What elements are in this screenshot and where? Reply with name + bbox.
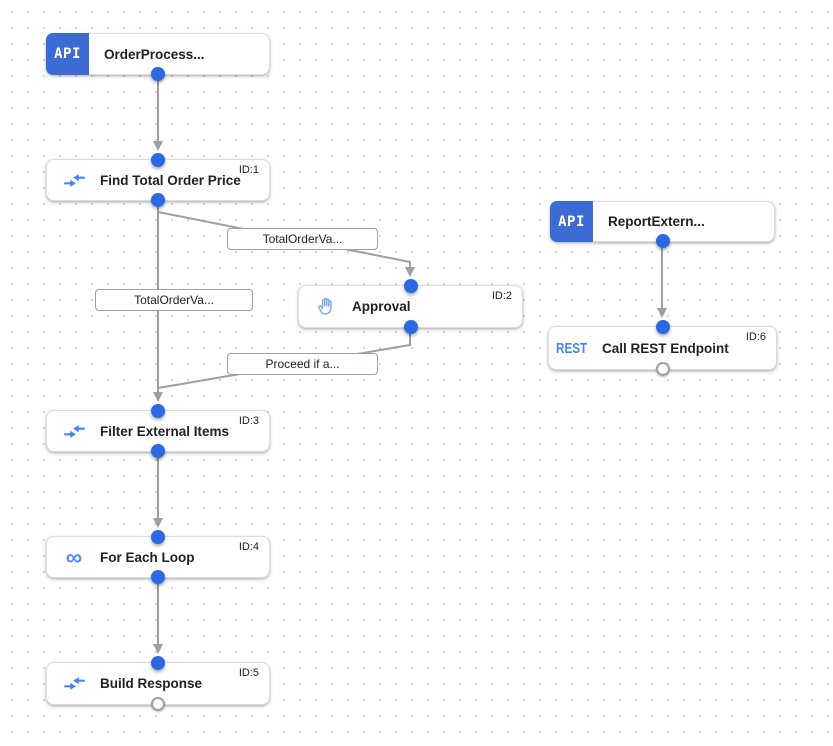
node-title: For Each Loop — [100, 549, 195, 565]
node-trigger-reportextern[interactable]: API ReportExtern... — [550, 201, 775, 248]
node-body: Approval — [299, 286, 522, 327]
output-port[interactable] — [655, 362, 670, 376]
rest-icon-text: REST — [556, 339, 588, 357]
node-body: OrderProcess... — [47, 34, 269, 74]
node-id-label: ID:4 — [238, 541, 259, 553]
rest-icon: REST — [556, 340, 588, 357]
node-id-label: ID:6 — [745, 331, 766, 343]
for-each-loop-icon: ∞ — [65, 544, 83, 570]
input-port[interactable] — [151, 530, 165, 544]
output-port[interactable] — [151, 193, 165, 207]
api-badge: API — [46, 33, 89, 75]
node-body: Find Total Order Price — [47, 160, 269, 200]
input-port[interactable] — [151, 656, 165, 670]
input-port[interactable] — [151, 153, 165, 167]
node-approval[interactable]: ID:2 Approval — [298, 279, 523, 334]
node-body: ∞ For Each Loop — [47, 537, 269, 577]
node-title: Filter External Items — [100, 423, 230, 439]
node-call-rest-endpoint[interactable]: ID:6 REST Call REST Endpoint — [548, 320, 777, 376]
node-id-label: ID:3 — [238, 415, 259, 427]
node-title: Find Total Order Price — [100, 172, 241, 188]
node-build-response[interactable]: ID:5 Build Response — [46, 656, 270, 711]
edge-condition-label[interactable]: Proceed if a... — [227, 353, 378, 375]
node-body: Filter External Items — [47, 411, 269, 451]
data-mapping-icon — [62, 172, 86, 189]
input-port[interactable] — [151, 404, 165, 418]
output-port[interactable] — [403, 320, 418, 334]
edge-condition-label[interactable]: TotalOrderVa... — [227, 228, 378, 250]
approval-hand-icon — [314, 296, 338, 317]
node-id-label: ID:1 — [238, 164, 259, 176]
node-for-each-loop[interactable]: ID:4 ∞ For Each Loop — [46, 530, 270, 584]
node-body: Build Response — [47, 663, 269, 704]
node-title: OrderProcess... — [104, 46, 205, 62]
output-port[interactable] — [655, 234, 670, 248]
node-body: REST Call REST Endpoint — [549, 327, 776, 369]
api-badge: API — [550, 201, 593, 242]
node-title: Build Response — [100, 676, 203, 691]
input-port[interactable] — [403, 279, 418, 293]
node-find-total-order-price[interactable]: ID:1 Find Total Order Price — [46, 153, 270, 207]
output-port[interactable] — [151, 67, 165, 81]
data-mapping-icon — [62, 423, 86, 440]
node-title: Call REST Endpoint — [602, 340, 729, 356]
node-id-label: ID:5 — [238, 667, 259, 679]
node-title: ReportExtern... — [608, 214, 705, 229]
node-id-label: ID:2 — [491, 290, 512, 302]
output-port[interactable] — [151, 570, 165, 584]
edge-condition-label[interactable]: TotalOrderVa... — [95, 289, 253, 311]
node-title: Approval — [352, 299, 411, 314]
node-filter-external-items[interactable]: ID:3 Filter External Items — [46, 404, 270, 458]
data-mapping-icon — [62, 675, 86, 692]
node-body: ReportExtern... — [551, 202, 774, 241]
node-trigger-orderprocess[interactable]: API OrderProcess... — [46, 33, 270, 81]
output-port[interactable] — [151, 697, 165, 711]
output-port[interactable] — [151, 444, 165, 458]
input-port[interactable] — [655, 320, 670, 334]
